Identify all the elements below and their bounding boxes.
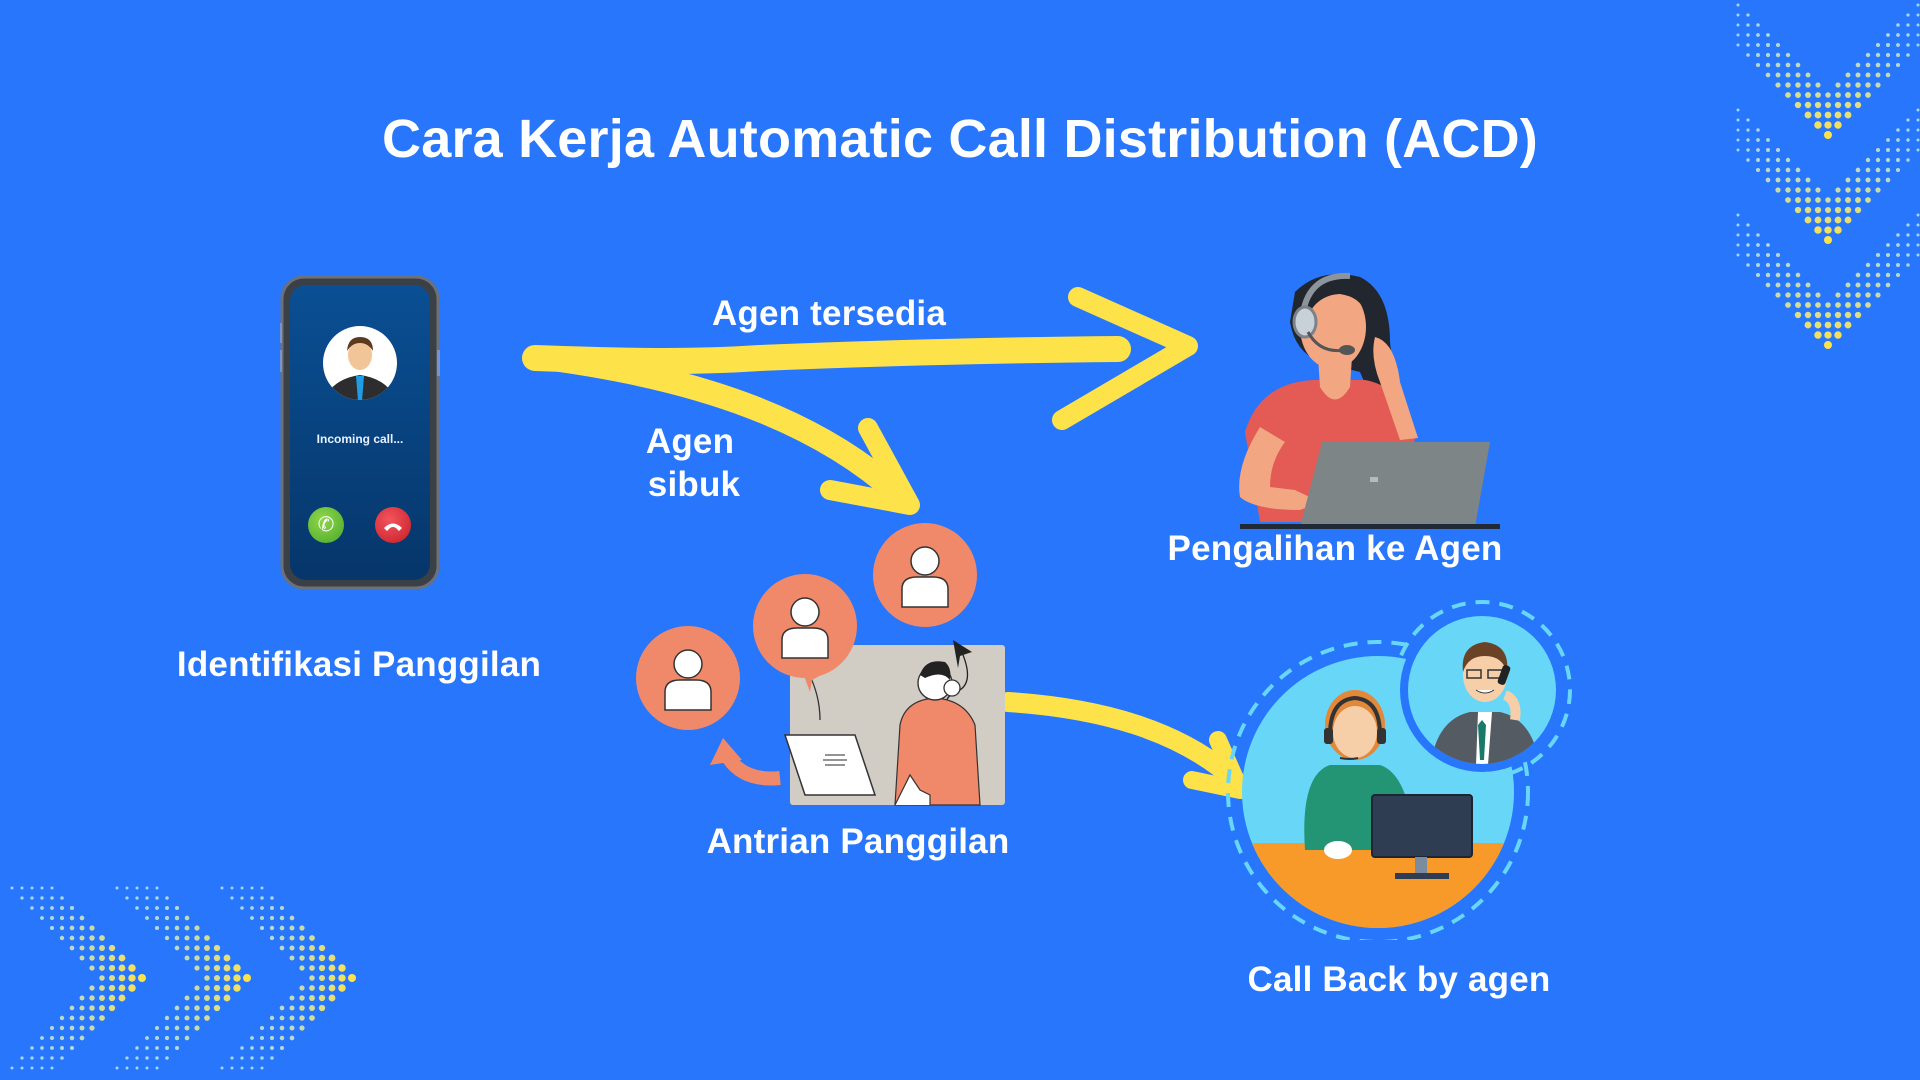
phone-icon: ✆ [317, 514, 335, 536]
arrow-head-busy [820, 418, 920, 515]
queued-caller-1 [636, 626, 740, 730]
step-label-callback: Call Back by agen [1247, 960, 1551, 999]
branch-label-available: Agen tersedia [711, 294, 947, 333]
arrow-head-available [1052, 287, 1198, 430]
accept-call-button[interactable]: ✆ [308, 507, 344, 543]
arrow-agent-busy [548, 348, 917, 512]
callback-illustration [1220, 590, 1600, 940]
hang-up-icon [384, 523, 402, 531]
queued-caller-2 [753, 574, 857, 678]
step-label-transfer: Pengalihan ke Agen [1167, 529, 1503, 568]
agent-illustration [1200, 262, 1500, 532]
step-label-queue: Antrian Panggilan [706, 822, 1010, 861]
queue-illustration [630, 520, 1020, 810]
step-label-identify: Identifikasi Panggilan [176, 645, 542, 684]
arrow-head-callback [1183, 731, 1249, 799]
arrow-queue-to-callback [998, 692, 1245, 790]
incoming-call-text: Incoming call... [316, 432, 404, 446]
branch-label-busy-line1: Agen [645, 422, 735, 461]
queued-caller-3 [873, 523, 977, 627]
page-title: Cara Kerja Automatic Call Distribution (… [382, 109, 1538, 169]
decline-call-button[interactable] [375, 507, 411, 543]
branch-label-busy-line2: sibuk [647, 465, 741, 504]
phone-illustration: Incoming call... ✆ [280, 275, 440, 590]
